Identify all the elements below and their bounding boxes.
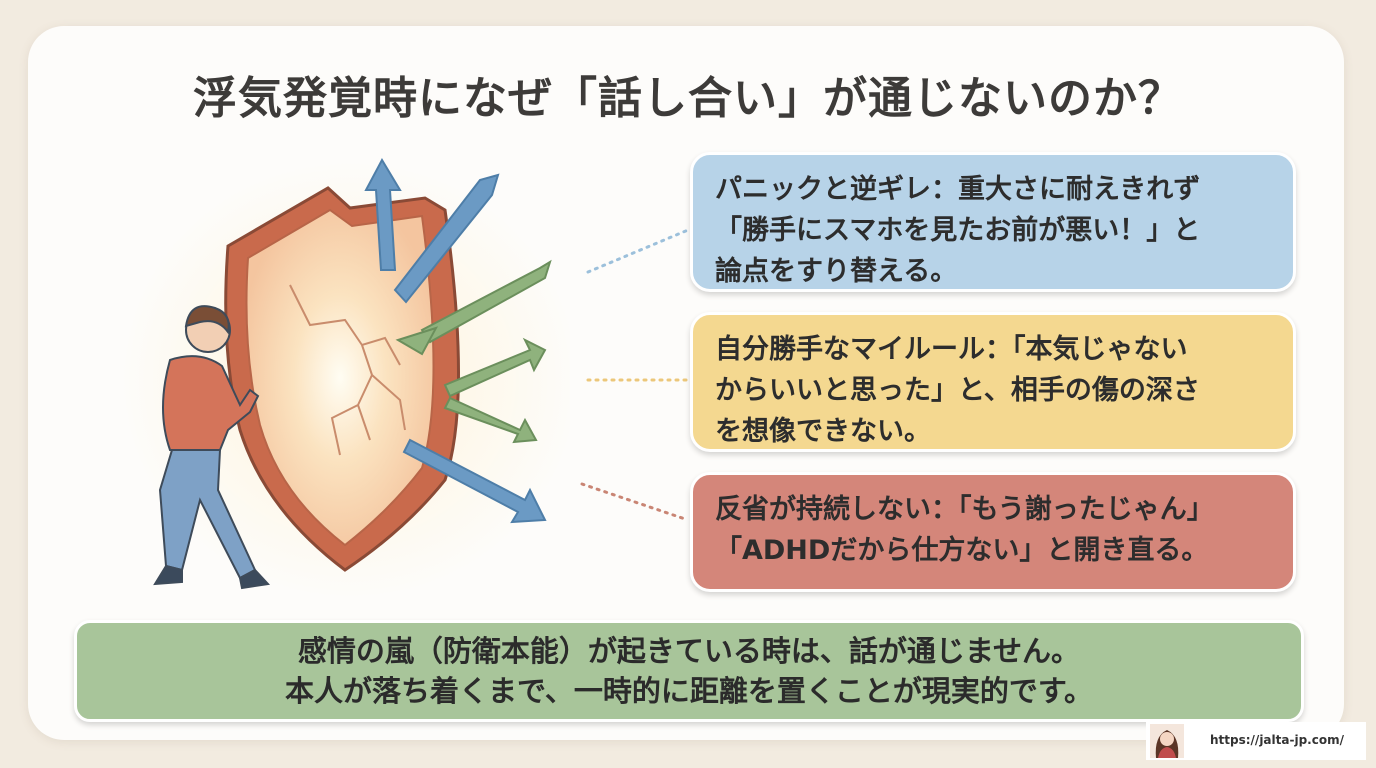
reason-box-no-remorse: 反省が持続しない：「もう謝ったじゃん」 「ADHDだから仕方ない」と開き直る。 — [690, 472, 1296, 592]
reason-box-my-rule: 自分勝手なマイルール：「本気じゃない からいいと思った」と、相手の傷の深さ を想… — [690, 312, 1296, 452]
reason-text-line: 自分勝手なマイルール：「本気じゃない — [715, 334, 1188, 365]
avatar-icon — [1150, 724, 1184, 758]
reason-text-line: 論点をすり替える。 — [715, 256, 958, 287]
arrow-icon — [395, 259, 552, 444]
summary-box: 感情の嵐（防衛本能）が起きている時は、話が通じません。 本人が落ち着くまで、一時… — [74, 620, 1304, 722]
reason-text-line: を想像できない。 — [715, 416, 931, 447]
reason-box-panic: パニックと逆ギレ：重大さに耐えきれず 「勝手にスマホを見たお前が悪い！」と 論点… — [690, 152, 1296, 292]
reason-text-line: 反省が持続しない：「もう謝ったじゃん」 — [715, 494, 1214, 525]
reason-text-line: からいいと思った」と、相手の傷の深さ — [715, 375, 1200, 406]
site-credit[interactable]: https://jalta-jp.com/ — [1146, 722, 1366, 760]
arrow-icon — [364, 157, 547, 524]
reason-text-line: 「勝手にスマホを見たお前が悪い！」と — [715, 215, 1201, 246]
site-url[interactable]: https://jalta-jp.com/ — [1210, 733, 1344, 747]
person-pushing-icon — [153, 305, 271, 590]
reason-text-line: 「ADHDだから仕方ない」と開き直る。 — [715, 535, 1209, 566]
summary-text-line: 本人が落ち着くまで、一時的に距離を置くことが現実的です。 — [285, 674, 1093, 708]
reason-text-line: パニックと逆ギレ：重大さに耐えきれず — [715, 174, 1201, 205]
summary-text-line: 感情の嵐（防衛本能）が起きている時は、話が通じません。 — [297, 634, 1081, 668]
page-title: 浮気発覚時になぜ「話し合い」が通じないのか？ — [193, 73, 1183, 124]
connector-lines — [580, 228, 690, 522]
shield-illustration — [120, 157, 570, 600]
